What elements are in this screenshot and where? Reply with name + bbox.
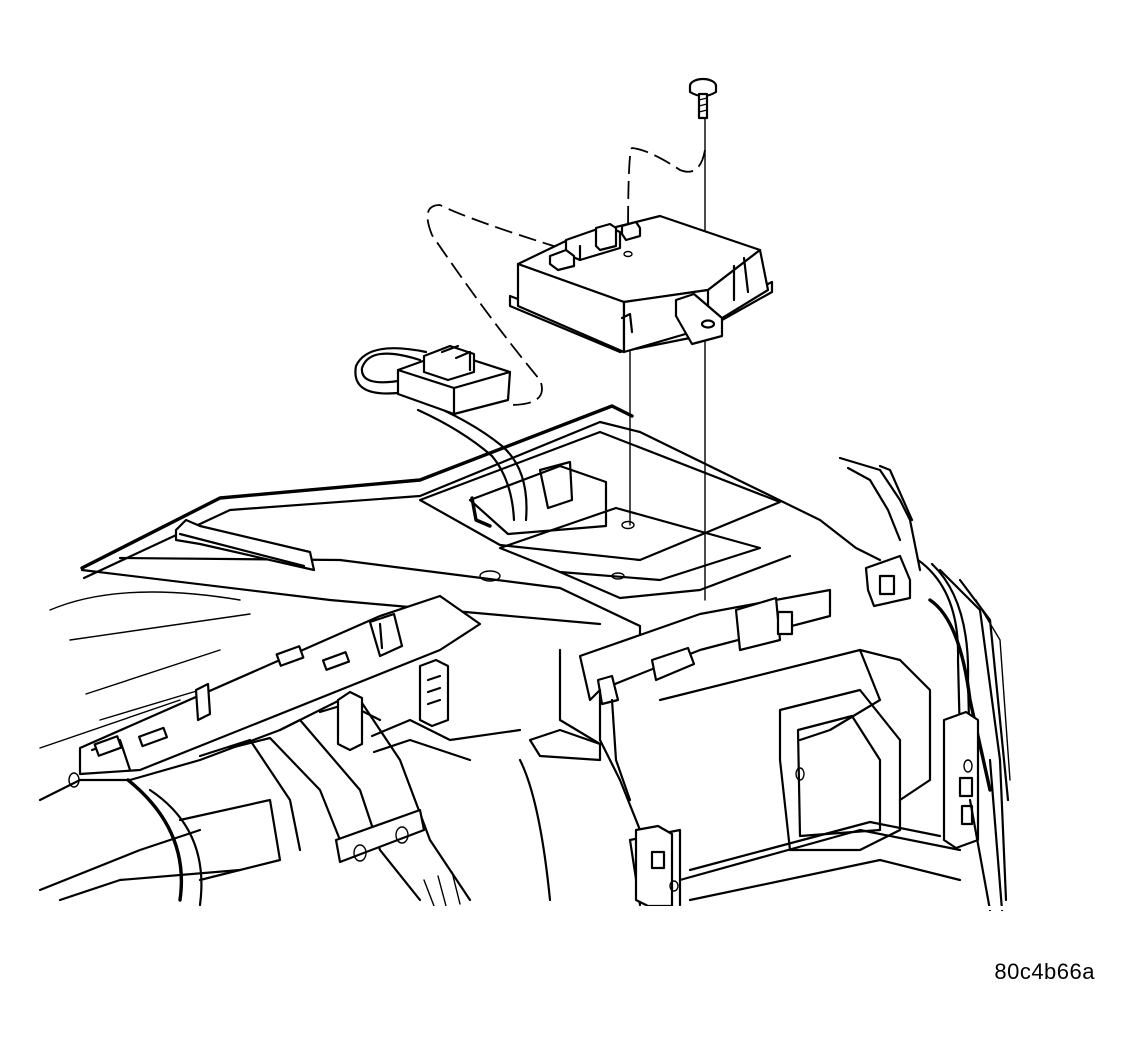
airbag-control-module <box>508 214 774 354</box>
mounting-screw <box>688 77 718 120</box>
floor-console-structure <box>38 404 1011 912</box>
wire-harness <box>354 344 528 522</box>
figure-code: 80c4b66a <box>994 959 1095 984</box>
